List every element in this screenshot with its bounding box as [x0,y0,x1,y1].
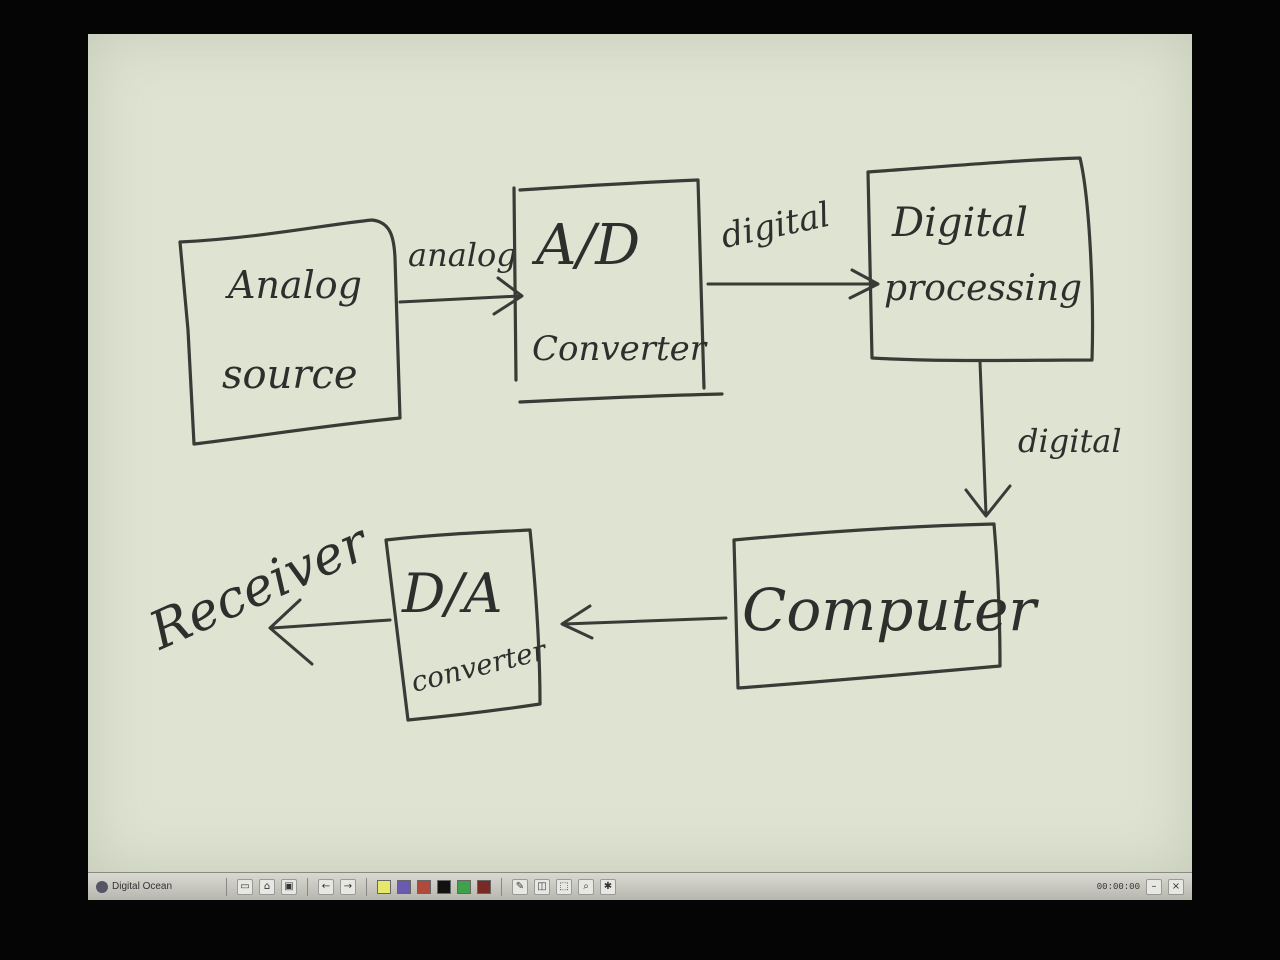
edge-label-analog: analog [408,236,517,274]
close-icon[interactable]: × [1168,878,1184,895]
redo-icon[interactable]: → [340,878,356,895]
eraser-icon[interactable]: ◫ [534,878,550,895]
toolbar-divider [366,877,367,896]
edge-label-digital-1: digital [718,195,834,257]
arrow-processing-to-computer [978,360,988,516]
color-swatch-green[interactable] [457,879,471,894]
toolbar-divider [226,877,227,896]
settings-icon[interactable]: ✱ [600,878,616,895]
app-title: Digital Ocean [96,880,216,893]
color-swatch-purple[interactable] [397,879,411,894]
arrow-processing-to-computer-head [964,484,1012,518]
arrow-ad-to-processing-head [848,268,880,300]
arrow-source-to-ad [398,294,522,304]
select-icon[interactable]: ⬚ [556,878,572,895]
ad-converter-label-line2: Converter [532,329,708,369]
ad-converter-label-line1: A/D [531,213,640,278]
save-icon[interactable]: ▣ [281,878,297,895]
color-swatch-black[interactable] [437,879,451,894]
arrow-source-to-ad-head [492,276,524,316]
arrow-computer-to-da-head [560,604,594,640]
color-swatch-yellow[interactable] [377,879,391,894]
computer-box [732,522,1002,690]
arrow-da-to-receiver-head [268,598,314,666]
minimize-icon[interactable]: – [1146,878,1162,895]
arrow-computer-to-da [562,616,728,626]
pen-icon[interactable]: ✎ [512,878,528,895]
ad-converter-box [512,178,724,404]
analog-source-label-line2: source [222,352,358,398]
toolbar-divider [501,877,502,896]
whiteboard [88,34,1192,872]
annotation-toolbar: Digital Ocean ▭ ⌂ ▣ ← → ✎ ◫ ⬚ ⌕ ✱ 00:00:… [88,872,1192,900]
app-name: Digital Ocean [112,881,173,892]
undo-icon[interactable]: ← [318,878,334,895]
open-icon[interactable]: ⌂ [259,878,275,895]
edge-label-digital-2: digital [1018,422,1122,460]
recording-time: 00:00:00 [1096,881,1140,892]
receiver-label: Receiver [140,512,380,663]
zoom-icon[interactable]: ⌕ [578,878,594,895]
arrow-da-to-receiver [270,618,392,630]
app-logo-icon [96,880,108,893]
digital-processing-box [866,156,1095,363]
digital-processing-label-line2: processing [884,268,1082,309]
computer-label: Computer [742,576,1039,644]
da-converter-label-line2: converter [408,633,551,699]
color-swatch-brown[interactable] [477,879,491,894]
da-converter-box [384,528,542,722]
color-swatch-red[interactable] [417,879,431,894]
analog-source-label-line1: Analog [225,263,362,307]
da-converter-label-line1: D/A [401,562,503,625]
analog-source-box [178,218,402,446]
new-page-icon[interactable]: ▭ [237,878,253,895]
toolbar-divider [307,877,308,896]
digital-processing-label-line1: Digital [891,200,1028,246]
